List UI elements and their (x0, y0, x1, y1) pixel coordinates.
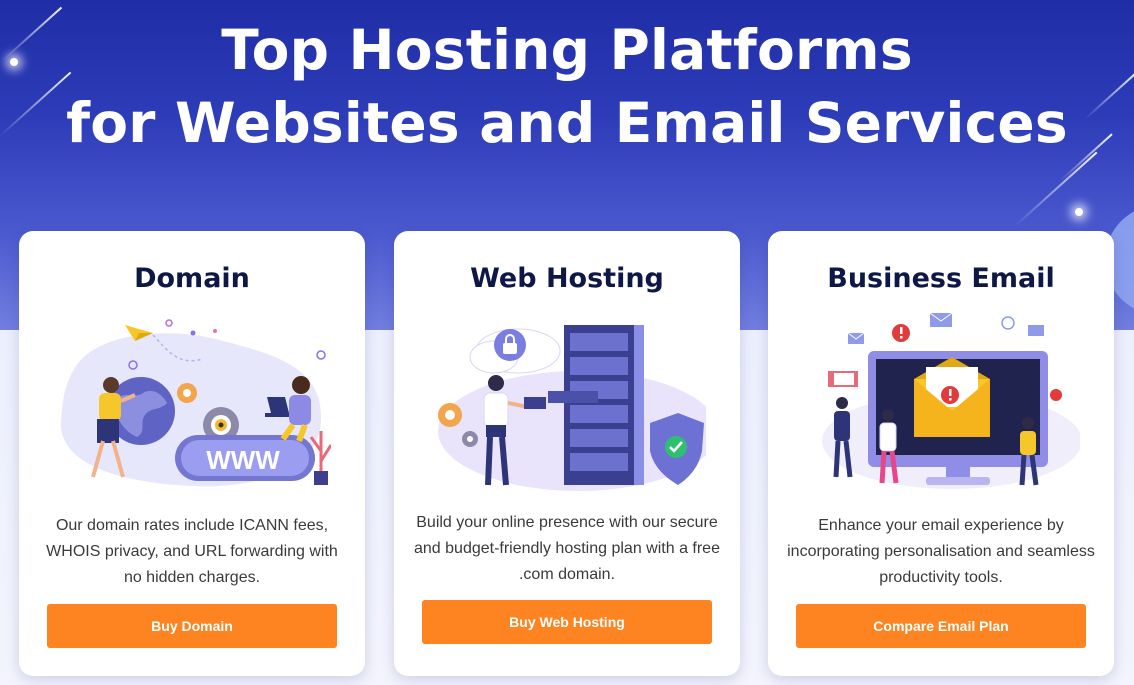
buy-web-hosting-button[interactable]: Buy Web Hosting (422, 600, 712, 644)
envelope-icon (1028, 325, 1044, 336)
globe-icon (107, 377, 175, 445)
alert-icon (892, 324, 910, 342)
card-title: Domain (134, 263, 250, 294)
server-icon (564, 325, 644, 485)
www-label: WWW (206, 445, 280, 475)
compare-email-plan-button[interactable]: Compare Email Plan (796, 604, 1086, 648)
gear-icon (438, 403, 478, 447)
hero-title-line1: Top Hosting Platforms (221, 18, 913, 82)
lock-icon (494, 329, 526, 361)
person-figure (91, 377, 136, 478)
person-figure (879, 409, 899, 484)
decor-spark (1075, 208, 1083, 216)
card-web-hosting: Web Hosting (394, 231, 740, 676)
paper-plane-icon (125, 325, 153, 341)
hero-title-line2: for Websites and Email Services (66, 91, 1068, 155)
gear-icon (203, 407, 239, 443)
hero-title: Top Hosting Platforms for Websites and E… (0, 14, 1134, 160)
person-figure (483, 375, 546, 486)
person-figure (833, 397, 853, 478)
buy-domain-button[interactable]: Buy Domain (47, 604, 337, 648)
envelope-icon (847, 332, 865, 344)
card-business-email: Business Email (768, 231, 1114, 676)
decor-spark (10, 58, 18, 66)
card-domain: Domain WWW (19, 231, 365, 676)
gear-icon (177, 383, 197, 403)
card-description: Enhance your email experience by incorpo… (787, 517, 1095, 586)
decor-streak (1014, 151, 1098, 227)
card-title: Web Hosting (470, 263, 664, 294)
person-figure (1019, 417, 1039, 486)
alert-icon (1050, 389, 1062, 401)
card-title: Business Email (827, 263, 1055, 294)
web-hosting-illustration (438, 325, 706, 491)
card-description: Our domain rates include ICANN fees, WHO… (46, 517, 338, 586)
domain-illustration: WWW (60, 319, 331, 487)
card-description: Build your online presence with our secu… (414, 514, 720, 583)
alert-icon (941, 386, 959, 404)
shield-check-icon (650, 413, 704, 485)
envelope-icon (828, 371, 858, 387)
envelope-icon (929, 312, 953, 327)
person-figure (265, 376, 311, 443)
business-email-illustration (822, 312, 1080, 489)
